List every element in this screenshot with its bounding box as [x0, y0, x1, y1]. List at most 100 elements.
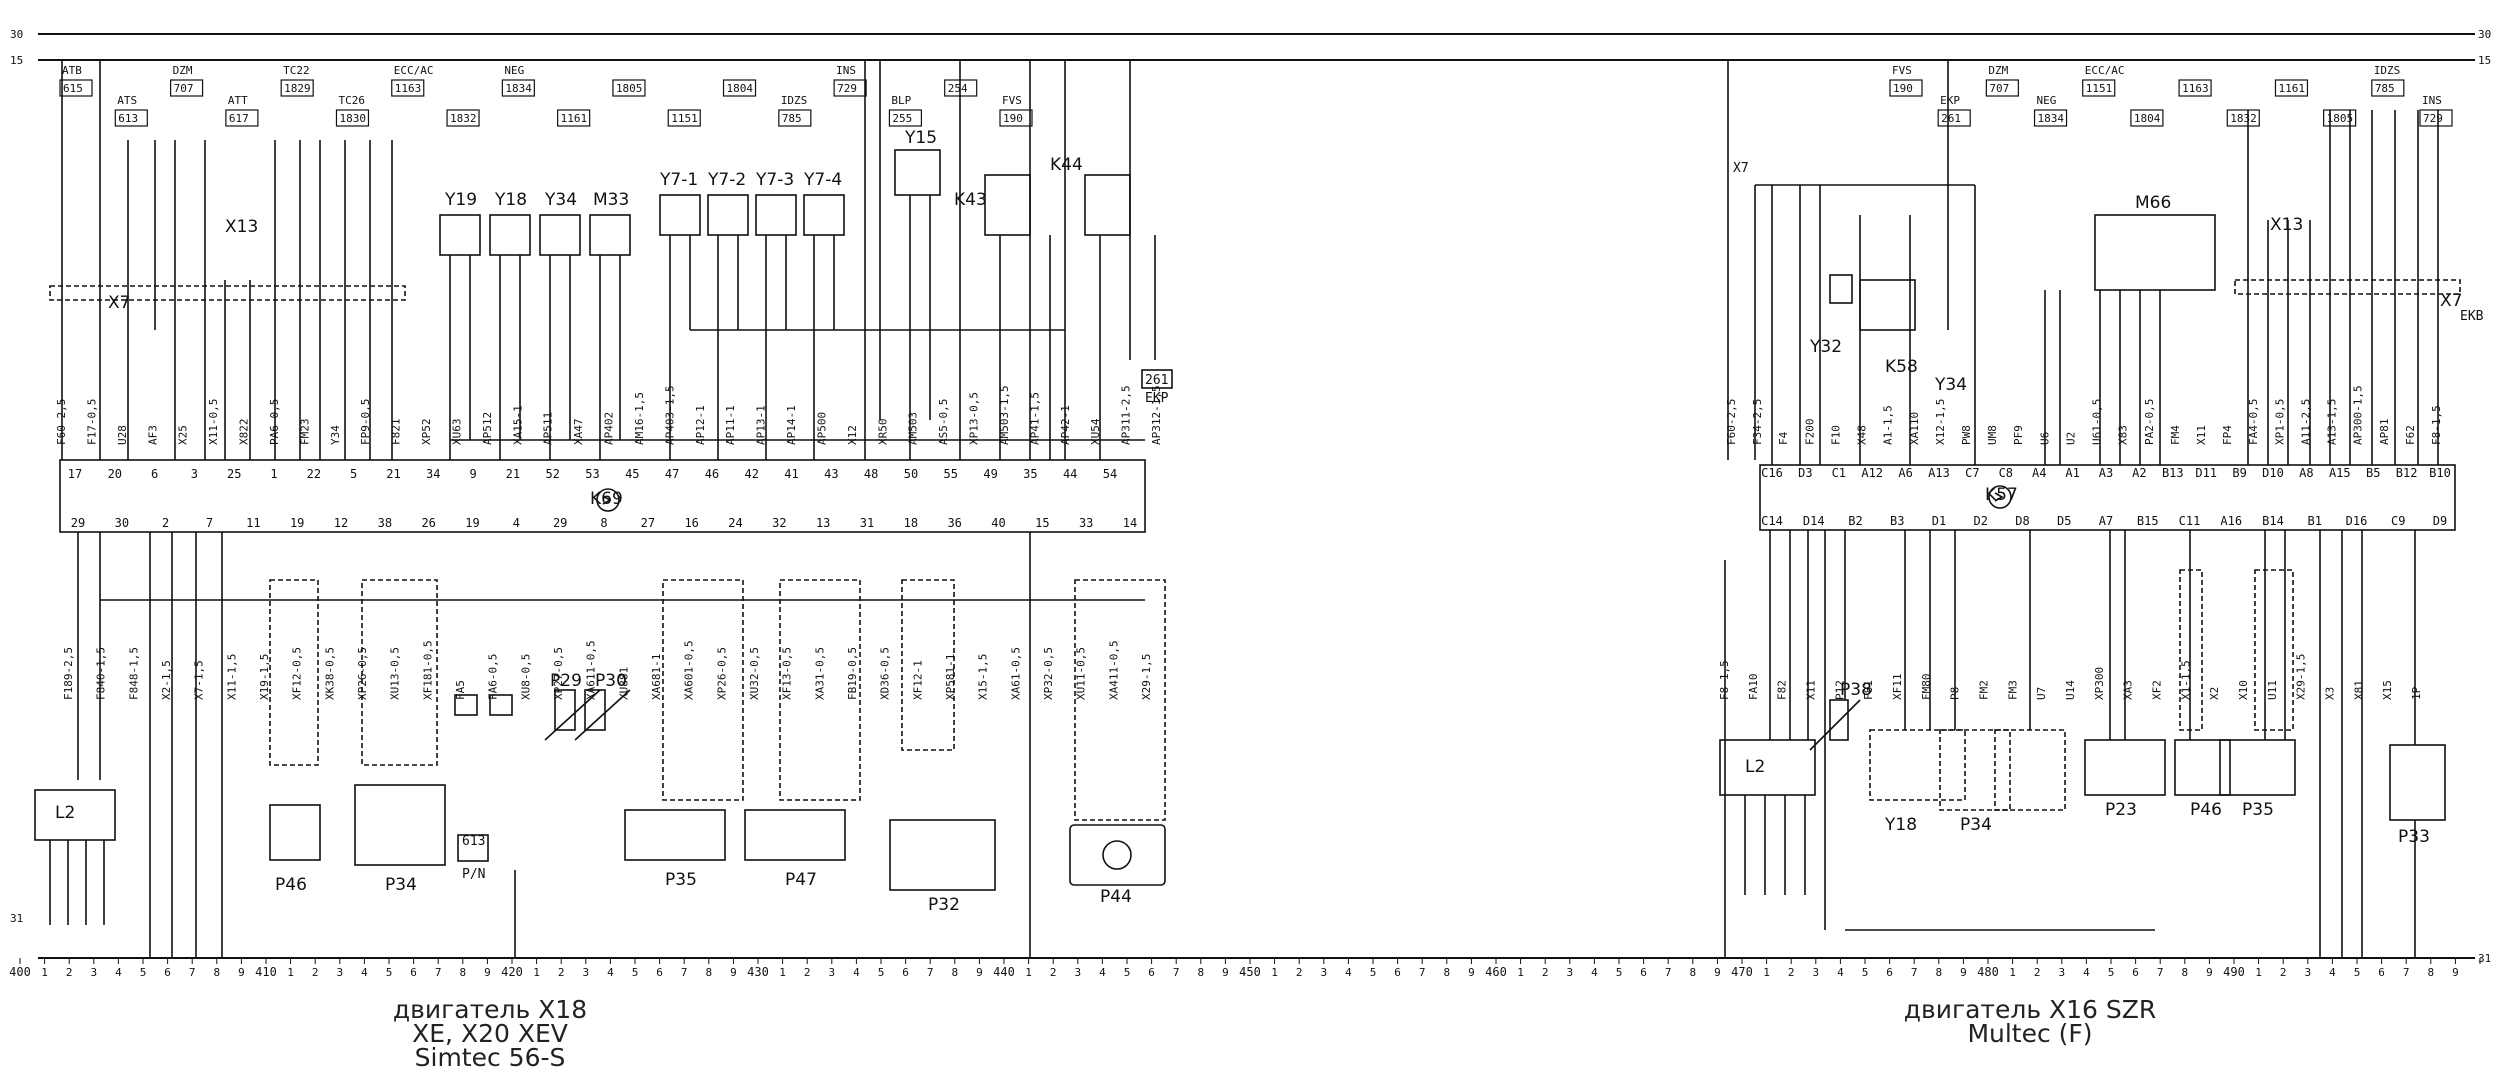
left-ref-code-17: FVS — [1002, 94, 1022, 107]
left-bottom-wire-label-28: X15-1,5 — [977, 654, 990, 700]
left-bottom-wire-label-11: XF181-0,5 — [421, 640, 434, 700]
ruler-digit-48: 8 — [1197, 966, 1204, 979]
left-ref-box-9 — [557, 109, 591, 127]
ruler-digit-45: 5 — [1124, 966, 1131, 979]
rail-label-30-right: 30 — [2478, 28, 2491, 41]
left-top-wire-label-24: AP14-1 — [785, 405, 798, 445]
supply-rails — [38, 33, 2475, 959]
ruler-digit-28: 8 — [705, 966, 712, 979]
caption-left-line1: двигатель X18 — [393, 995, 587, 1024]
left-top-pin-15: 47 — [665, 467, 679, 481]
left-top-wire-label-7: PA6-0,5 — [268, 399, 281, 445]
valve-y18: Y18 — [494, 190, 527, 210]
left-ref-num-6: 1163 — [395, 82, 422, 95]
right-bottom-wire-label-12: U14 — [2064, 680, 2077, 700]
left-ref-num-16: 254 — [948, 82, 968, 95]
right-bottom-wire-label-7: FM80 — [1920, 674, 1933, 701]
left-ref-10: 1805 — [612, 79, 646, 97]
left-top-wire-label-14: AP512 — [481, 412, 494, 445]
right-top-wire-label-4: F10 — [1829, 425, 1842, 445]
left-bottom-pin-13: 27 — [641, 516, 655, 530]
component-l2-left: L2 — [55, 803, 75, 823]
ruler-mark-10: 410 — [255, 965, 277, 979]
left-top-pin-5: 1 — [270, 467, 277, 481]
right-top-pin-11: A2 — [2132, 466, 2146, 480]
left-bottom-wire-label-5: X11-1,5 — [225, 654, 238, 700]
ref-ekp-left: EKP — [1145, 391, 1169, 406]
ruler-digit-37: 7 — [927, 966, 934, 979]
left-ref-box-2 — [169, 79, 204, 97]
right-bottom-wire-label-10: FM3 — [2006, 680, 2019, 700]
left-top-pin-21: 50 — [904, 467, 918, 481]
ruler-digit-41: 1 — [1025, 966, 1032, 979]
left-top-wire-label-22: AP11-1 — [724, 405, 737, 445]
left-ref-code-6: ECC/AC — [394, 64, 434, 77]
component-p23: P23 — [2105, 800, 2137, 820]
left-bottom-wire-label-19: XA601-0,5 — [683, 640, 696, 700]
left-top-pin-22: 55 — [944, 467, 958, 481]
ruler-digit-16: 6 — [410, 966, 417, 979]
left-ref-box-8 — [501, 79, 535, 97]
ruler-mark-70: 470 — [1731, 965, 1753, 979]
left-bottom-pin-14: 16 — [684, 516, 698, 530]
right-top-wire-label-18: X11 — [2195, 425, 2208, 445]
right-bottom-pin-12: B14 — [2262, 514, 2284, 528]
left-top-pin-26: 54 — [1103, 467, 1117, 481]
left-ref-code-4: TC22 — [283, 64, 310, 77]
ruler-digit-3: 3 — [90, 966, 97, 979]
left-ref-11: 1151 — [667, 109, 701, 127]
right-top-wire-label-24: AP300-1,5 — [2352, 385, 2365, 445]
left-ref-code-13: IDZS — [781, 94, 808, 107]
ruler-digit-77: 7 — [1911, 966, 1918, 979]
left-top-wire-label-8: FM23 — [298, 419, 311, 446]
ruler-digit-69: 9 — [1714, 966, 1721, 979]
right-top-pin-15: D10 — [2262, 466, 2284, 480]
left-ref-num-11: 1151 — [671, 112, 698, 125]
ruler-digit-8: 8 — [213, 966, 220, 979]
right-ref-code-10: IDZS — [2374, 64, 2401, 77]
left-top-wire-label-34: XU54 — [1089, 418, 1102, 445]
right-top-wire-label-14: U61-0,5 — [2091, 399, 2104, 445]
left-top-pin-25: 44 — [1063, 467, 1077, 481]
ecu-k57-label: K57 — [1985, 485, 2018, 505]
left-ref-box-6 — [391, 79, 425, 97]
right-top-pin-14: B9 — [2232, 466, 2246, 480]
left-ref-box-3 — [225, 109, 259, 127]
left-bottom-wire-label-31: XU11-0,5 — [1075, 647, 1088, 700]
left-ref-7: 1832 — [446, 109, 480, 127]
left-top-pin-16: 46 — [705, 467, 719, 481]
ruler-digit-71: 1 — [1763, 966, 1770, 979]
left-bottom-wire-label-3: X2-1,5 — [160, 660, 173, 700]
right-top-wire-label-25: AP81 — [2378, 419, 2391, 446]
left-bottom-pin-15: 24 — [728, 516, 742, 530]
right-ref-box-5 — [2130, 109, 2164, 127]
left-top-pin-18: 41 — [784, 467, 798, 481]
ruler-digit-32: 2 — [804, 966, 811, 979]
left-bottom-wire-label-22: XF13-0,5 — [781, 647, 794, 700]
left-engine-wiring — [34, 60, 1173, 958]
ruler-digit-24: 4 — [607, 966, 614, 979]
left-bottom-wire-label-20: XP26-0,5 — [715, 647, 728, 700]
right-top-pin-9: A1 — [2065, 466, 2079, 480]
ruler-digit-33: 3 — [828, 966, 835, 979]
right-top-wire-label-0: F60-2,5 — [1725, 399, 1738, 445]
ruler-digit-9: 9 — [238, 966, 245, 979]
left-ref-num-10: 1805 — [616, 82, 643, 95]
left-top-pin-19: 43 — [824, 467, 838, 481]
left-top-wire-label-29: AS5-0,5 — [937, 399, 950, 445]
left-top-wire-label-26: X12 — [846, 425, 859, 445]
right-ref-box-11 — [2419, 109, 2453, 127]
right-bottom-wire-label-19: U11 — [2266, 680, 2279, 700]
ruler-mark-40: 440 — [993, 965, 1015, 979]
ruler-digit-34: 4 — [853, 966, 860, 979]
right-bottom-wire-label-8: P8 — [1949, 687, 1962, 700]
right-ref-num-2: 707 — [1989, 82, 2009, 95]
ruler-digit-88: 8 — [2181, 966, 2188, 979]
right-ref-num-6: 1163 — [2182, 82, 2209, 95]
ruler-digit-61: 1 — [1517, 966, 1524, 979]
